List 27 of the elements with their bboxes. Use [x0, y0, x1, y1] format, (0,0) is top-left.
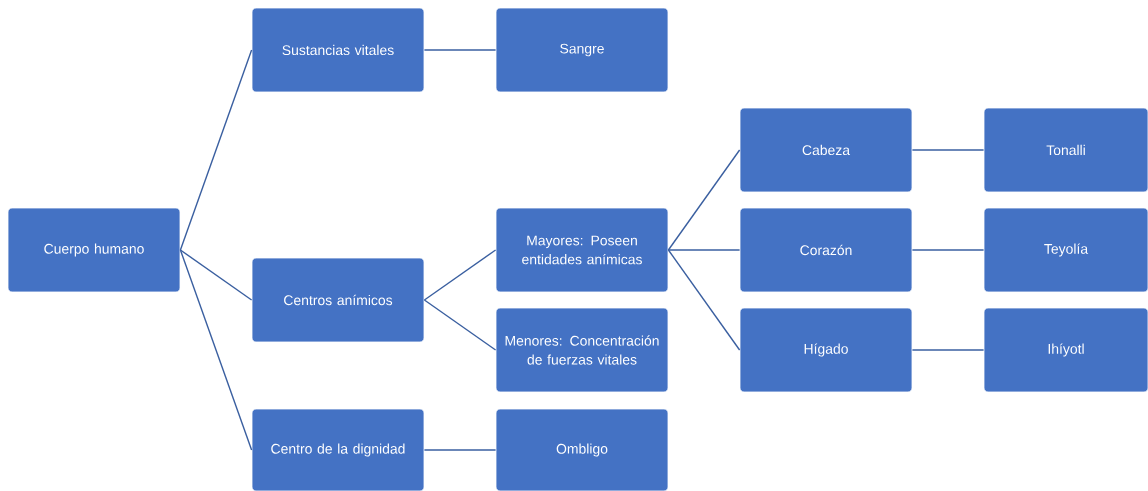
connector-line: [179, 249, 253, 451]
connector-line: [667, 249, 741, 351]
process-box: Tonalli: [983, 107, 1148, 193]
connector-line: [911, 249, 985, 251]
connector-line: [423, 49, 497, 51]
connector-line: [667, 149, 741, 251]
process-box: Menores: Concentración de fuerzas vitales: [495, 307, 669, 393]
process-box: Ihíyotl: [983, 307, 1148, 393]
connector-line: [179, 249, 253, 301]
connector-line: [423, 249, 497, 301]
connector-line: [911, 149, 985, 151]
process-box: Centros anímicos: [251, 257, 425, 343]
process-box: Cuerpo humano: [7, 207, 181, 293]
process-box: Sustancias vitales: [251, 7, 425, 93]
connector-line: [667, 249, 741, 251]
process-box: Sangre: [495, 7, 669, 93]
connector-line: [423, 449, 497, 451]
connector-line: [423, 299, 497, 351]
connector-line: [179, 49, 253, 251]
process-box: Cabeza: [739, 107, 913, 193]
process-box: Mayores: Poseen entidades anímicas: [495, 207, 669, 293]
process-box: Corazón: [739, 207, 913, 293]
process-box: Teyolía: [983, 207, 1148, 293]
process-box: Hígado: [739, 307, 913, 393]
connector-line: [911, 349, 985, 351]
process-box: Ombligo: [495, 408, 669, 491]
process-box: Centro de la dignidad: [251, 408, 425, 491]
